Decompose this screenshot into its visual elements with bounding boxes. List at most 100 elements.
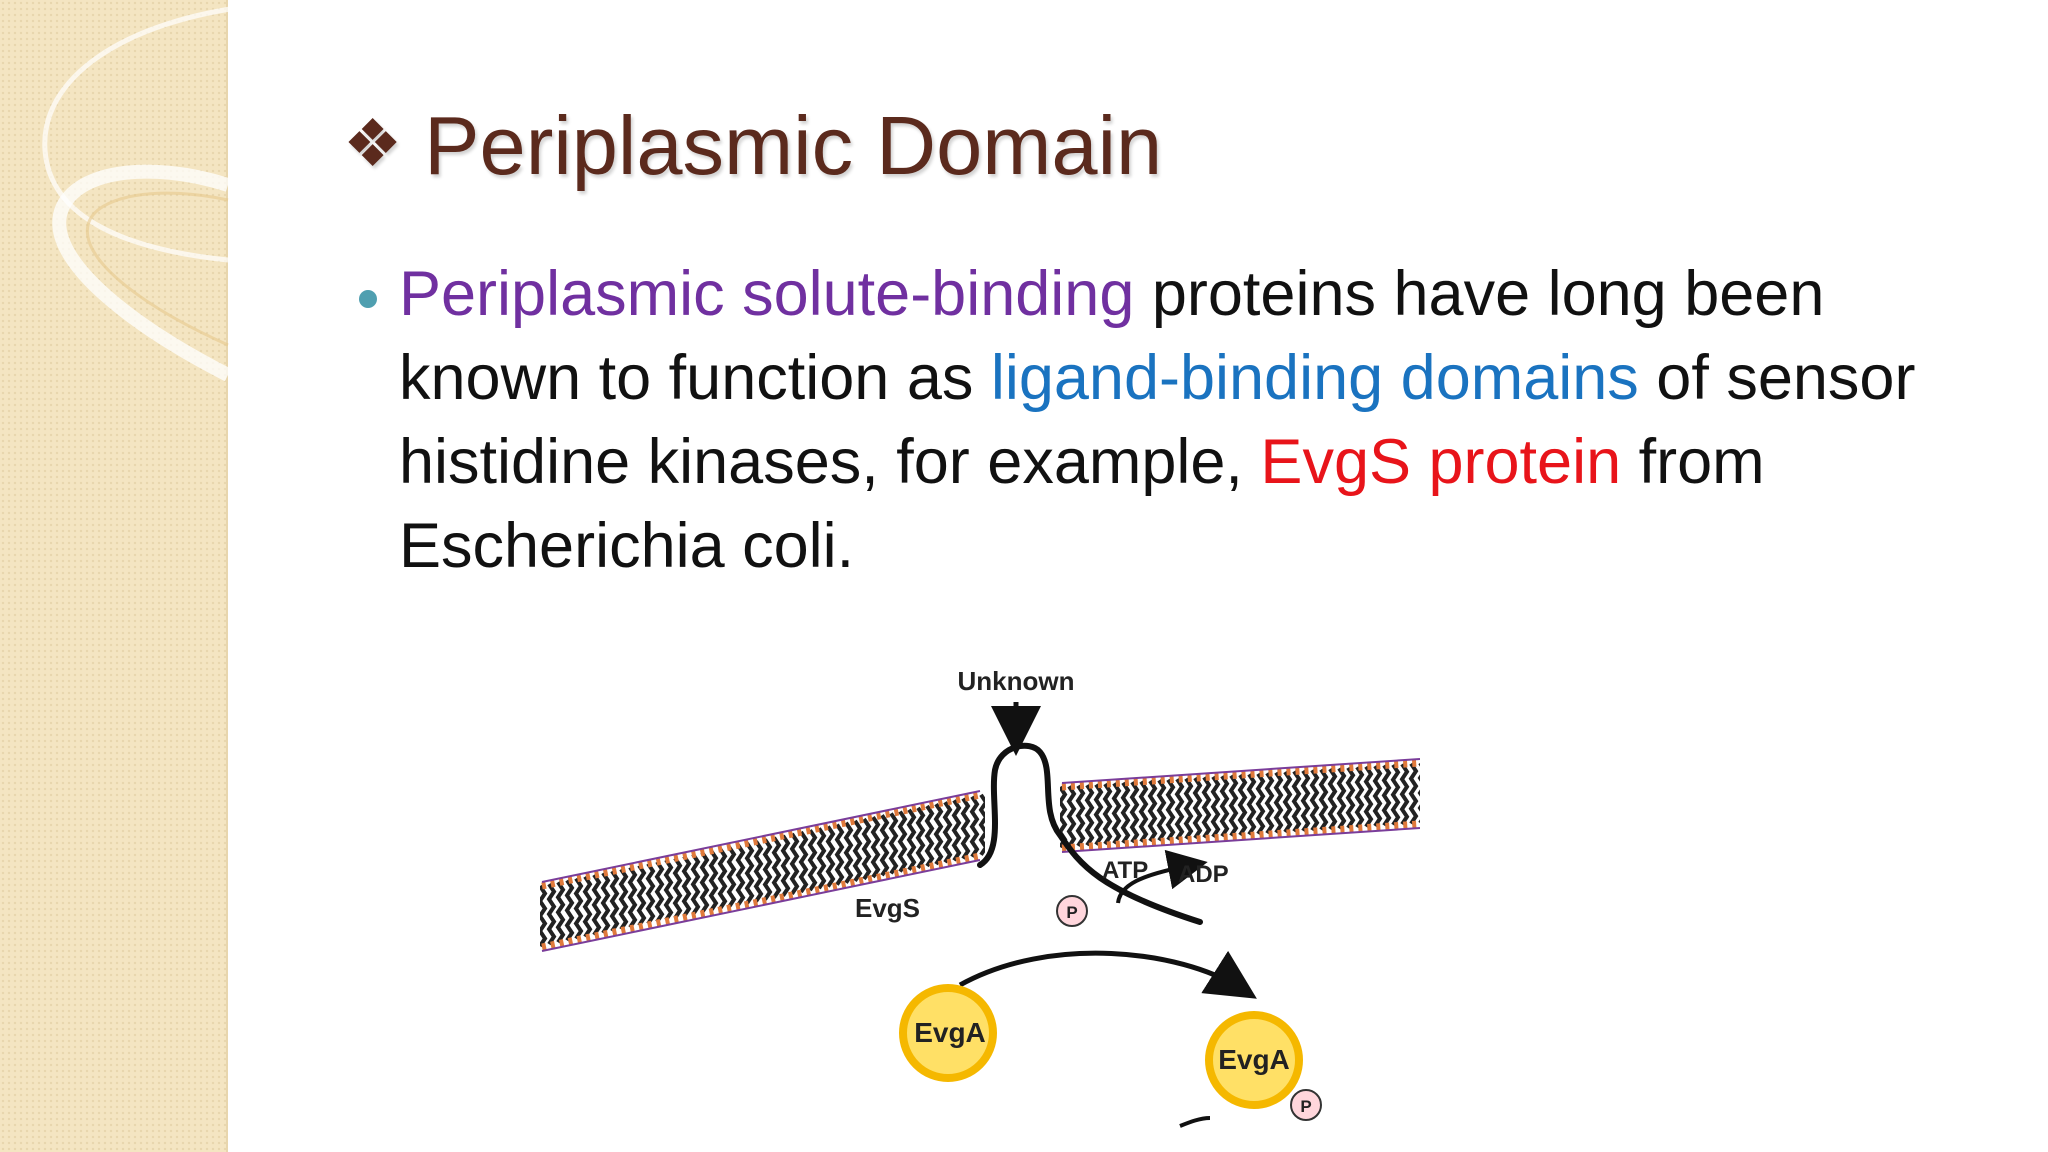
lipid-tail xyxy=(1381,764,1392,827)
side-band-edge xyxy=(226,0,228,1152)
lipid-tail xyxy=(969,795,980,858)
lipid-tail xyxy=(780,834,791,897)
lipid-tail xyxy=(870,816,881,879)
lipid-tail xyxy=(546,883,557,946)
decorative-side-band xyxy=(0,0,227,1152)
slide-title-text: Periplasmic Domain xyxy=(424,99,1163,192)
label-evga-left: EvgA xyxy=(914,1017,986,1048)
text-part-3: of sensor histidine kinases, for example… xyxy=(399,343,1916,497)
lipid-tail xyxy=(690,853,701,916)
lipid-tail xyxy=(1165,778,1176,841)
lipid-tail xyxy=(1372,764,1383,828)
lipid-tail xyxy=(915,806,926,869)
lipid-tail xyxy=(618,868,629,931)
lipid-tail xyxy=(1201,776,1212,839)
lipid-tail xyxy=(825,825,836,888)
lipid-tail xyxy=(573,877,584,940)
lipid-tail xyxy=(1264,772,1275,835)
lipid-tail xyxy=(1408,762,1419,825)
label-phospho-evgs: P xyxy=(1066,903,1077,922)
lipid-tail xyxy=(600,871,611,935)
lipid-tail xyxy=(672,856,683,920)
lipid-tail xyxy=(1120,781,1131,844)
lipid-tail xyxy=(636,864,647,927)
phosphotransfer-arrow xyxy=(958,950,1257,999)
lipid-tail xyxy=(1282,770,1293,834)
lipid-tail xyxy=(978,793,985,856)
lipid-tail xyxy=(942,801,953,864)
lipid-tail xyxy=(960,797,971,860)
label-atp: ATP xyxy=(1102,857,1148,884)
lipid-tail xyxy=(1066,785,1077,848)
lipid-tail xyxy=(762,838,773,901)
lipid-tail xyxy=(807,829,818,892)
evgs-signaling-diagram: Unknown ATP ADP EvgS P EvgA EvgA P xyxy=(540,660,1420,1130)
lipid-tail xyxy=(1093,783,1104,846)
membrane-left xyxy=(540,778,985,957)
lipid-tail xyxy=(924,804,935,868)
partial-arrow xyxy=(1179,1116,1211,1128)
lipid-tail xyxy=(879,814,890,877)
lipid-tail xyxy=(1363,765,1374,828)
lipid-tail xyxy=(1255,772,1266,835)
evga-left-circle xyxy=(899,984,997,1082)
lipid-tail xyxy=(888,812,899,875)
evga-right-circle xyxy=(1205,1011,1303,1109)
lipid-tail xyxy=(1084,784,1095,847)
bullet-dot-icon xyxy=(359,290,377,308)
lipid-tail xyxy=(708,849,719,912)
lipid-tail xyxy=(1174,778,1185,841)
lipid-tail xyxy=(1390,763,1401,826)
lipid-tail xyxy=(1354,766,1365,829)
membrane-right xyxy=(1060,756,1420,853)
lipid-tail xyxy=(852,819,863,882)
lipid-tail xyxy=(699,851,710,914)
lipid-tail xyxy=(1300,769,1311,832)
lipid-tail xyxy=(564,879,575,942)
lipid-tail xyxy=(1336,767,1347,830)
label-phospho-evga: P xyxy=(1300,1097,1311,1116)
highlight-ligand-binding: ligand-binding domains xyxy=(990,343,1639,413)
lipid-tail xyxy=(726,845,737,909)
lipid-tail xyxy=(951,799,962,862)
lipid-tail xyxy=(1228,774,1239,837)
lipid-tail xyxy=(555,881,566,944)
label-adp: ADP xyxy=(1178,861,1229,888)
lipid-tail xyxy=(933,803,944,866)
lipid-tail xyxy=(897,810,908,873)
phospho-evga-icon xyxy=(1290,1089,1322,1121)
lipid-tail xyxy=(1075,784,1086,847)
slide-title: ❖Periplasmic Domain xyxy=(343,96,1162,196)
lipid-tail xyxy=(753,840,764,903)
lipid-tail xyxy=(735,843,746,907)
lipid-tail xyxy=(717,847,728,910)
atp-adp-arrow xyxy=(1116,849,1208,904)
lipid-tail xyxy=(1318,768,1329,831)
lipid-tail xyxy=(1156,779,1167,842)
lipid-tail xyxy=(843,821,854,884)
lipid-tail xyxy=(1192,776,1203,840)
lipid-tail xyxy=(744,842,755,905)
lipid-tail xyxy=(1138,780,1149,843)
label-evgs: EvgS xyxy=(855,893,920,923)
lipid-tail xyxy=(861,817,872,881)
lipid-tail xyxy=(1291,770,1302,833)
lipid-tail xyxy=(681,855,692,918)
lipid-tail xyxy=(1183,777,1194,840)
lipid-tail xyxy=(627,866,638,929)
lipid-tail xyxy=(1327,767,1338,831)
lipid-tail xyxy=(582,875,593,938)
lipid-tail xyxy=(1345,766,1356,829)
lipid-tail xyxy=(1273,771,1284,834)
phospho-evgs-icon xyxy=(1056,895,1088,927)
text-part-5: from Escherichia coli. xyxy=(399,427,1765,581)
label-unknown: Unknown xyxy=(958,666,1075,696)
lipid-tail xyxy=(1246,773,1257,836)
bullet-paragraph: Periplasmic solute-binding proteins have… xyxy=(399,252,2019,588)
text-part-1: proteins have long been known to functio… xyxy=(399,259,1825,413)
lipid-tail xyxy=(654,860,665,923)
lipid-tail xyxy=(1111,782,1122,845)
lipid-tail xyxy=(771,836,782,899)
evgs-transmembrane-loop xyxy=(977,742,1203,925)
lipid-tail xyxy=(816,827,827,890)
